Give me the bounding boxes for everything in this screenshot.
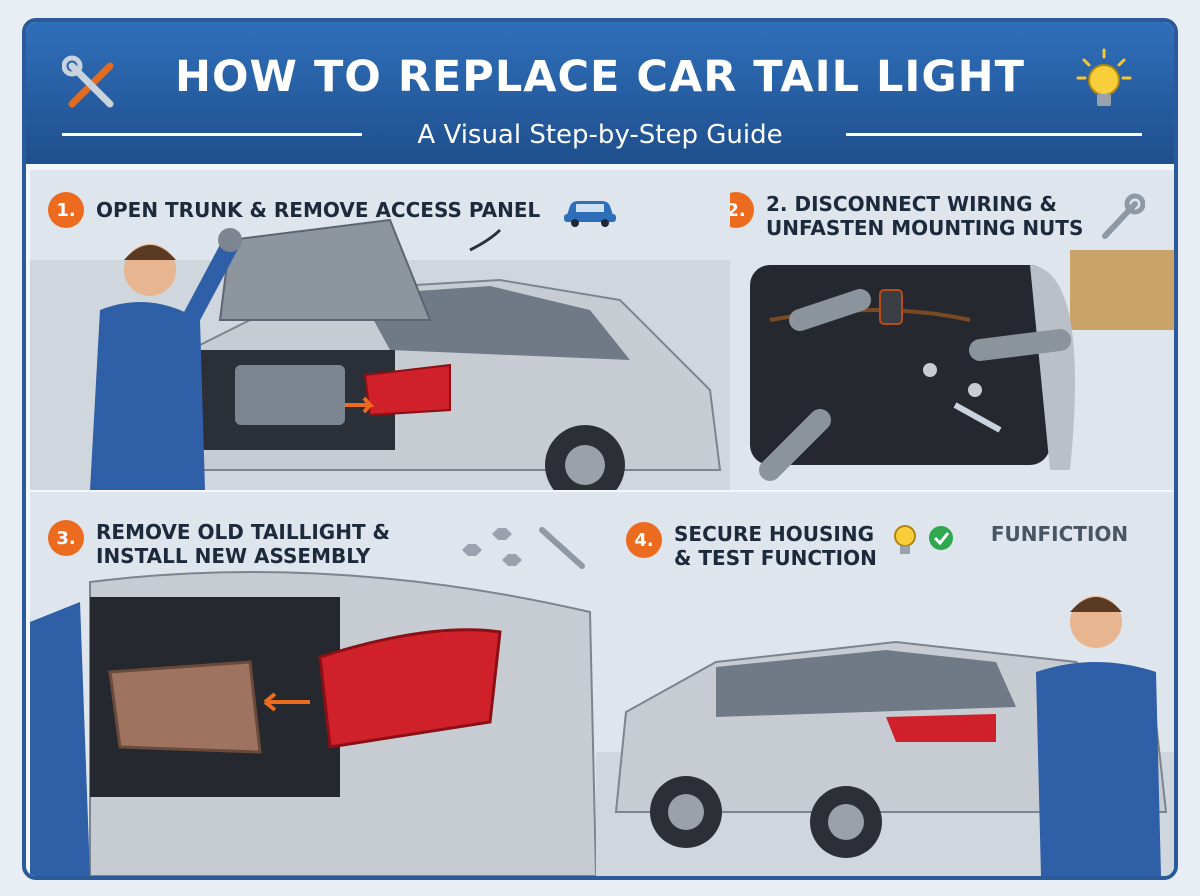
step-4-panel: 4. SECURE HOUSING & TEST FUNCTION FUNFIC… xyxy=(596,492,1174,876)
step-3-number: 3. xyxy=(48,520,84,556)
step-2-line-2: UNFASTEN MOUNTING NUTS xyxy=(766,216,1084,240)
page-title: HOW TO REPLACE CAR TAIL LIGHT xyxy=(175,52,1025,102)
light-bulb-icon xyxy=(1076,48,1132,106)
step-1-title: OPEN TRUNK & REMOVE ACCESS PANEL xyxy=(96,198,541,222)
subtitle-rule-right xyxy=(846,133,1142,136)
wrench-icon xyxy=(1102,193,1146,239)
step-4-extra-label: FUNFICTION xyxy=(990,522,1129,546)
step-4-header: 4. SECURE HOUSING & TEST FUNCTION FUNFIC… xyxy=(626,522,1128,570)
step-3-illustration xyxy=(30,492,596,876)
header-banner: HOW TO REPLACE CAR TAIL LIGHT A Visual S… xyxy=(26,22,1174,164)
step-2-number: 2. xyxy=(730,192,754,228)
step-1-header: 1. OPEN TRUNK & REMOVE ACCESS PANEL xyxy=(48,192,620,228)
step-2-line-1: 2. DISCONNECT WIRING & xyxy=(766,192,1057,216)
step-4-line-2: & TEST FUNCTION xyxy=(674,546,877,570)
step-3-title: REMOVE OLD TAILLIGHT & INSTALL NEW ASSEM… xyxy=(96,520,390,568)
bulb-check-icon xyxy=(893,525,953,554)
step-1-number: 1. xyxy=(48,192,84,228)
wrench-screwdriver-icon xyxy=(62,55,114,108)
guide-frame: HOW TO REPLACE CAR TAIL LIGHT A Visual S… xyxy=(22,18,1178,880)
step-4-number: 4. xyxy=(626,522,662,558)
step-2-header: 2. 2. DISCONNECT WIRING & UNFASTEN MOUNT… xyxy=(730,192,1146,242)
step-3-panel: 3. REMOVE OLD TAILLIGHT & INSTALL NEW AS… xyxy=(30,492,596,876)
nuts-and-wrench-icon xyxy=(461,527,585,569)
step-3-header: 3. REMOVE OLD TAILLIGHT & INSTALL NEW AS… xyxy=(48,520,592,570)
page-subtitle: A Visual Step-by-Step Guide xyxy=(417,120,783,150)
step-1-illustration xyxy=(30,170,730,490)
step-4-line-1: SECURE HOUSING xyxy=(674,522,874,546)
car-icon xyxy=(564,201,617,227)
step-1-panel: 1. OPEN TRUNK & REMOVE ACCESS PANEL xyxy=(30,170,730,490)
subtitle-rule-left xyxy=(62,133,362,136)
step-4-title: SECURE HOUSING & TEST FUNCTION xyxy=(674,522,877,570)
step-2-title: 2. DISCONNECT WIRING & UNFASTEN MOUNTING… xyxy=(766,192,1083,240)
step-2-illustration xyxy=(730,170,1174,490)
step-3-line-1: REMOVE OLD TAILLIGHT & xyxy=(96,520,390,544)
step-2-panel: 2. 2. DISCONNECT WIRING & UNFASTEN MOUNT… xyxy=(730,170,1174,490)
step-3-line-2: INSTALL NEW ASSEMBLY xyxy=(96,544,371,568)
step-4-illustration xyxy=(596,492,1174,876)
